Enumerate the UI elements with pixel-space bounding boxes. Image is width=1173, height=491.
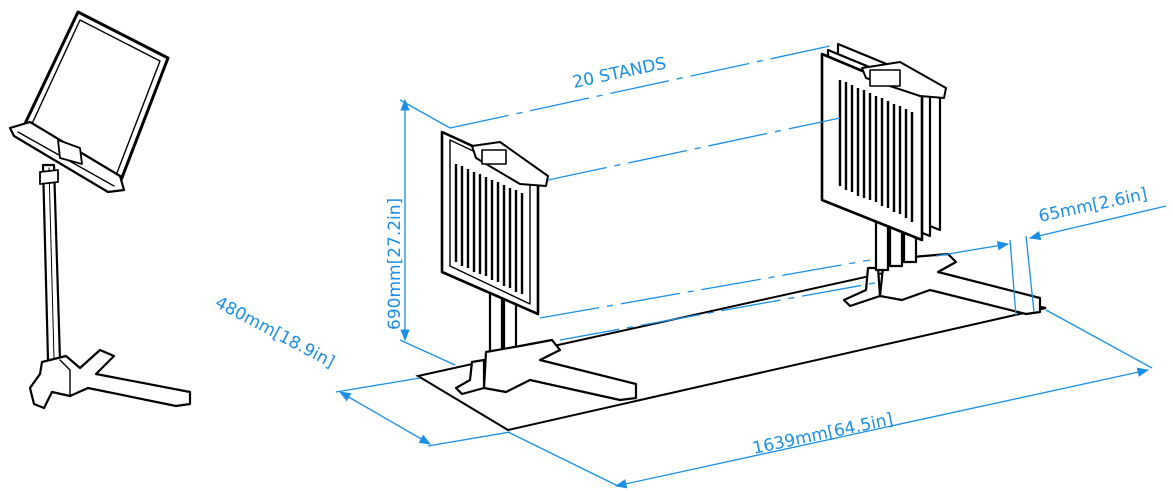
spacing-label: 65mm[2.6in]: [1037, 184, 1149, 227]
dimension-lines: [335, 45, 1167, 489]
depth-label: 480mm[18.9in]: [212, 293, 338, 373]
length-dimension-line: [614, 367, 1150, 489]
depth-dimension-line: [338, 391, 432, 445]
stand-stack-front: [440, 130, 638, 402]
stand-stack-rear: [820, 42, 1042, 316]
single-music-stand: [8, 10, 192, 410]
stands-count-label: 20 STANDS: [571, 54, 668, 93]
stand-clamp: [57, 139, 83, 165]
height-label: 690mm[27.2in]: [385, 198, 405, 330]
spacing-dimension-line: [1028, 205, 1167, 241]
length-label: 1639mm[64.5in]: [751, 410, 895, 459]
stands-count-dimension-line: [449, 45, 831, 129]
stand-base: [28, 348, 192, 410]
